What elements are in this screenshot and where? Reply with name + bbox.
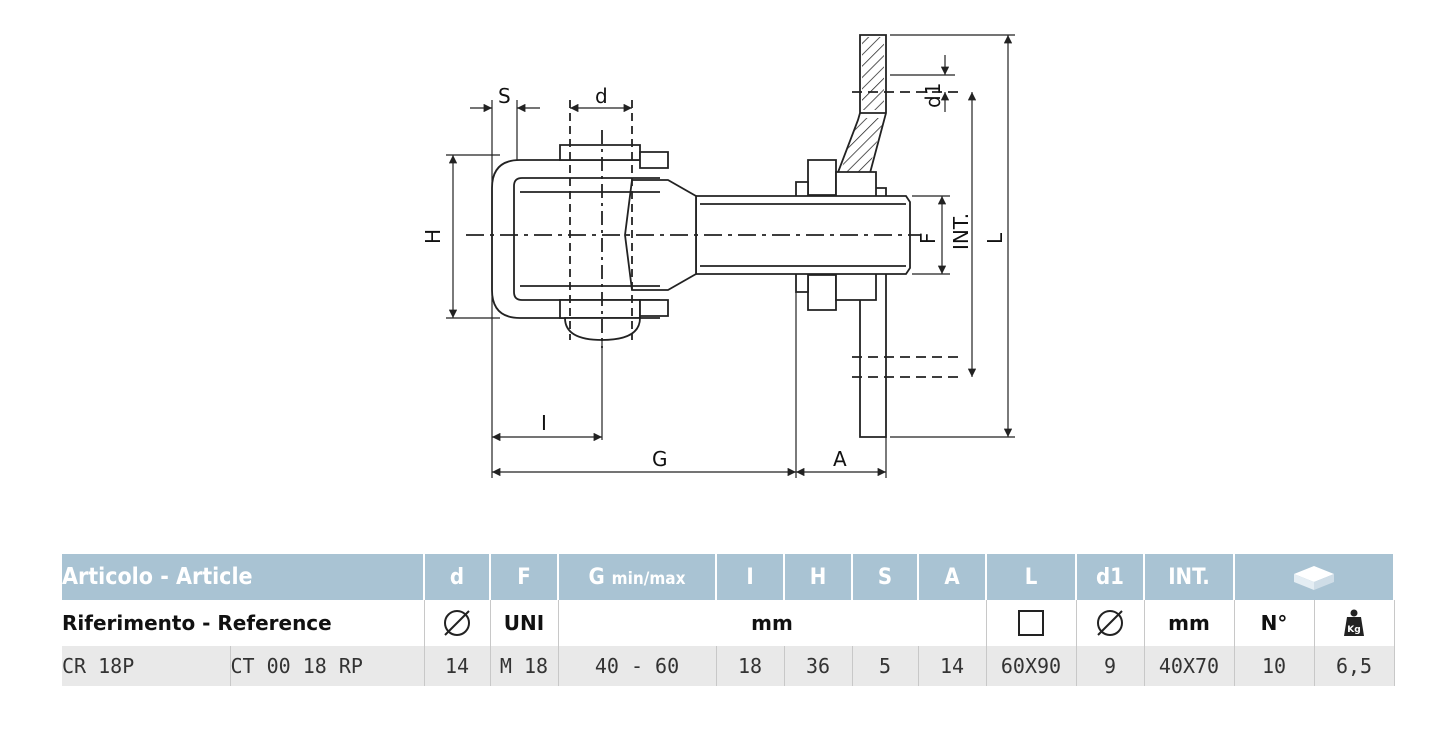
dim-label-d: d [595,84,608,108]
unit-d [424,600,491,646]
cell-d: 14 [424,646,491,686]
cell-int: 40X70 [1144,646,1235,686]
table-row: CR 18P CT 00 18 RP 14 M 18 40 - 60 18 36… [62,646,1395,686]
square-icon [1018,610,1044,636]
header-g: G min/max [558,554,717,600]
unit-f: UNI [490,600,559,646]
header-f: F [490,554,559,600]
cell-a: 14 [918,646,987,686]
unit-int: mm [1144,600,1235,646]
header-l: L [986,554,1077,600]
unit-l [986,600,1077,646]
cell-code2: CT 00 18 RP [230,646,425,686]
header-a: A [918,554,987,600]
dim-label-s: S [498,84,511,108]
header-i: I [716,554,785,600]
cell-l: 60X90 [986,646,1077,686]
cell-n: 10 [1234,646,1315,686]
cell-h: 36 [784,646,853,686]
cell-g: 40 - 60 [558,646,717,686]
unit-mm: mm [558,600,987,646]
header-h: H [784,554,853,600]
dim-label-d1: d1 [921,83,945,108]
weight-kg-icon: Kg [1344,609,1364,636]
dim-label-a: A [833,447,847,471]
header-int: INT. [1144,554,1235,600]
header-article: Articolo - Article [62,554,425,600]
header-g-label: G [588,564,605,590]
header-d: d [424,554,491,600]
dim-label-g: G [652,447,668,471]
dim-label-int: INT. [949,213,973,250]
header-d1: d1 [1076,554,1145,600]
unit-weight: Kg [1314,600,1395,646]
dim-label-f: F [916,232,940,244]
unit-n: N° [1234,600,1315,646]
reference-label: Riferimento - Reference [62,600,425,646]
cell-d1: 9 [1076,646,1145,686]
table-header-row: Articolo - Article d F G min/max I H S A… [62,554,1395,600]
header-g-suffix: min/max [611,568,686,589]
cell-kg: 6,5 [1314,646,1395,686]
box-icon [1294,566,1334,590]
weight-kg-text: Kg [1347,625,1360,635]
diameter-icon [444,610,470,636]
dim-label-i: I [541,411,547,435]
cell-s: 5 [852,646,919,686]
cell-code1: CR 18P [62,646,231,686]
unit-d1 [1076,600,1145,646]
dim-label-l: L [983,232,1007,244]
cell-f: M 18 [490,646,559,686]
header-package [1234,554,1395,600]
header-s: S [852,554,919,600]
spec-table: Articolo - Article d F G min/max I H S A… [62,554,1395,686]
table-units-row: Riferimento - Reference UNI mm mm N° Kg [62,600,1395,646]
dim-label-h: H [421,229,445,244]
cell-i: 18 [716,646,785,686]
technical-drawing: S d H I G A F INT. L d1 [421,34,1015,478]
diameter-icon [1097,610,1123,636]
